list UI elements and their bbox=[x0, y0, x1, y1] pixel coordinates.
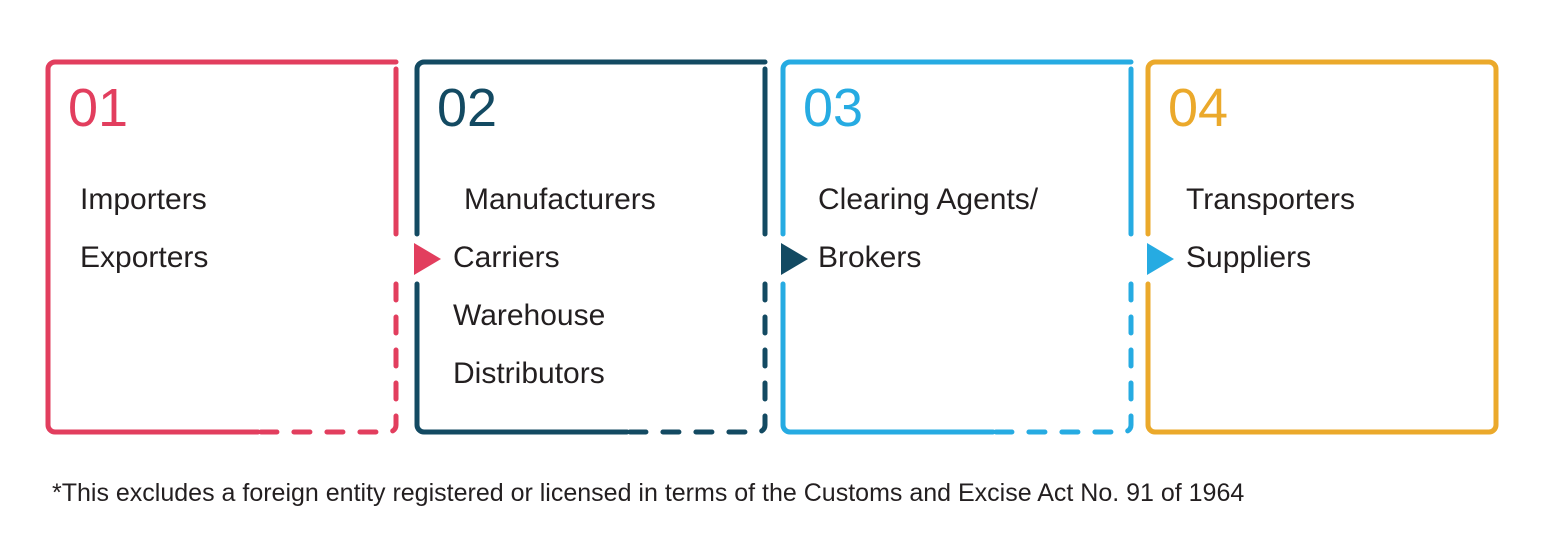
footnote-text: *This excludes a foreign entity register… bbox=[52, 479, 1245, 507]
step-line: Distributors bbox=[453, 357, 605, 390]
step-number-04: 04 bbox=[1168, 78, 1229, 138]
step-line: Clearing Agents/ bbox=[818, 183, 1039, 216]
step-card-03[interactable]: 03 Clearing Agents/ Brokers bbox=[783, 60, 1131, 432]
step-lines-03: Clearing Agents/ Brokers bbox=[818, 171, 1038, 287]
step-line: Brokers bbox=[818, 241, 922, 274]
step-lines-01: Importers Exporters bbox=[80, 171, 208, 287]
step-card-02[interactable]: 02 Manufacturers Carriers Warehouse Dist… bbox=[417, 60, 765, 432]
step-line: Warehouse bbox=[453, 299, 606, 332]
step-line: Exporters bbox=[80, 241, 209, 274]
step-line: Suppliers bbox=[1186, 241, 1312, 274]
step-line: Carriers bbox=[453, 241, 560, 274]
step-number-01: 01 bbox=[68, 78, 129, 138]
step-line: Importers bbox=[80, 183, 207, 216]
step-card-01[interactable]: 01 Importers Exporters bbox=[48, 60, 396, 432]
step-lines-02: Manufacturers Carriers Warehouse Distrib… bbox=[453, 171, 656, 403]
step-number-03: 03 bbox=[803, 78, 864, 138]
step-lines-04: Transporters Suppliers bbox=[1186, 171, 1355, 287]
step-line: Transporters bbox=[1186, 183, 1355, 216]
step-card-04[interactable]: 04 Transporters Suppliers bbox=[1148, 60, 1496, 432]
step-number-02: 02 bbox=[437, 78, 498, 138]
step-line: Manufacturers bbox=[464, 183, 656, 216]
